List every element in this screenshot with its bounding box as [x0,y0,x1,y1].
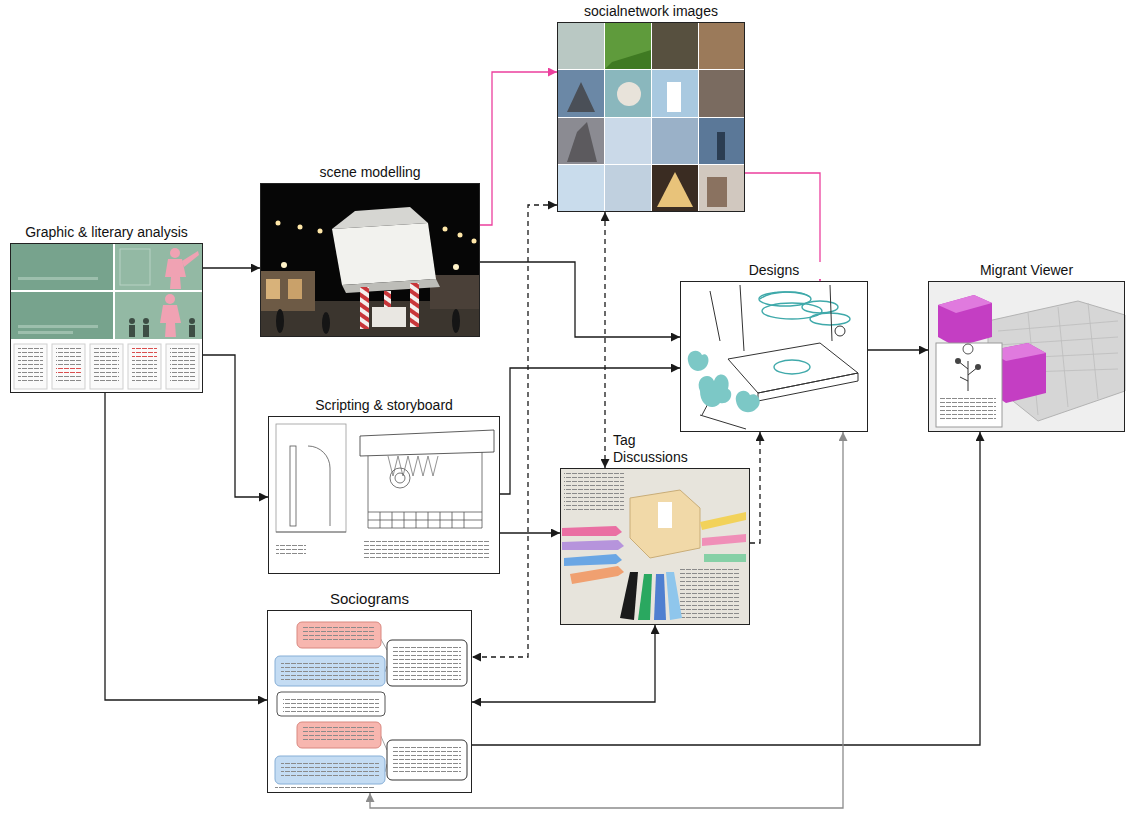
flow-connector [480,262,680,337]
figure-panel: Migrant Viewer [928,281,1125,432]
flow-connector [370,432,843,808]
figure-panel: Graphic & literary analysis [10,243,203,393]
panel-heading: Scripting & storyboard [269,397,499,414]
flow-connector [472,432,980,745]
figure-panel: scene modelling [260,183,480,337]
flow-connector [472,205,557,657]
viewer-screenshot [928,281,1125,432]
flow-connector [868,349,928,350]
flow-connector [105,393,267,700]
flow-connector [750,432,760,543]
panel-heading: Designs [681,262,867,279]
figure-panel: Designs [680,281,868,432]
flow-connector [203,267,260,268]
flow-connector [203,355,268,497]
storyboard-sketch [268,416,500,574]
figure-panel: Tag Discussions [560,468,750,625]
design-drawing [680,281,868,432]
figure-panel: Sociograms [267,610,472,793]
flow-connector [500,532,560,533]
analysis-illustration [10,243,203,393]
sociogram-chart [267,610,472,793]
panel-heading: socialnetwork images [558,3,744,20]
scene-photo [260,183,480,337]
panel-heading: Graphic & literary analysis [11,224,202,241]
flow-connector [472,625,655,702]
panel-heading: Migrant Viewer [929,262,1124,279]
flow-connector [604,212,605,468]
tag-photo [560,468,750,625]
panel-heading: Sociograms [268,590,471,608]
flow-connector [500,368,680,494]
panel-heading: Tag Discussions [611,432,703,466]
photo-grid [557,22,745,212]
figure-panel: Scripting & storyboard [268,416,500,574]
panel-heading: scene modelling [261,164,479,181]
flow-connector [480,72,557,225]
figure-panel: socialnetwork images [557,22,745,212]
